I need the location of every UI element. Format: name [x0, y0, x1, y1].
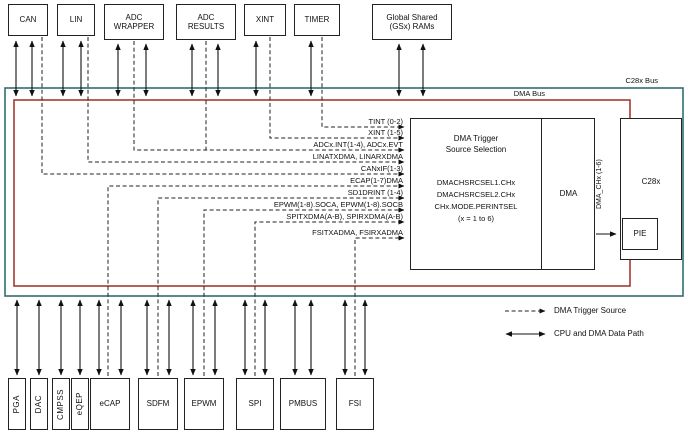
trigger-line-ecap	[107, 183, 405, 376]
trigger-label-ecap: ECAP(1-7)DMA	[350, 176, 403, 185]
dma-bus-label: DMA Bus	[513, 89, 545, 98]
dma-channel-label: DMA_CHx (1-6)	[596, 159, 603, 209]
trigger-label-xint: XINT (1-5)	[368, 128, 403, 137]
block-adc-results: ADC RESULTS	[176, 4, 236, 40]
block-cmpss: CMPSS	[52, 378, 70, 430]
trigger-selection-section: DMA Trigger Source Selection DMACHSRCSEL…	[411, 119, 541, 269]
block-adc-wrapper: ADC WRAPPER	[104, 4, 164, 40]
dma-section: DMA	[541, 119, 595, 269]
bottom-data-path-arrows	[14, 299, 368, 376]
legend-datapath-label: CPU and DMA Data Path	[554, 329, 644, 338]
block-dma-trigger-selection: DMA Trigger Source Selection DMACHSRCSEL…	[410, 118, 595, 270]
block-xint: XINT	[244, 4, 286, 36]
dma-trigger-registers: DMACHSRCSEL1.CHx DMACHSRCSEL2.CHx CHx.MO…	[434, 178, 518, 223]
c28x-bus-label: C28x Bus	[625, 76, 658, 85]
trigger-line-fsi	[354, 235, 405, 376]
legend-trigger-label: DMA Trigger Source	[554, 306, 627, 315]
block-pie: PIE	[622, 218, 658, 250]
block-pga: PGA	[8, 378, 26, 430]
trigger-label-spi: SPITXDMA(A-B), SPIRXDMA(A-B)	[286, 212, 403, 221]
trigger-line-xint	[269, 37, 405, 141]
dma-label: DMA	[559, 189, 578, 199]
trigger-label-fsi: FSITXADMA, FSIRXADMA	[312, 228, 403, 237]
trigger-line-epwm	[203, 207, 405, 376]
trigger-label-adc: ADCx.INT(1-4), ADCx.EVT	[313, 140, 403, 149]
block-sdfm: SDFM	[138, 378, 178, 430]
trigger-line-timer	[321, 37, 405, 130]
block-gsx-rams: Global Shared (GSx) RAMs	[372, 4, 452, 40]
block-can: CAN	[8, 4, 48, 36]
block-ecap: eCAP	[90, 378, 130, 430]
trigger-line-sdfm	[157, 195, 405, 376]
block-spi: SPI	[236, 378, 274, 430]
block-eqep: eQEP	[71, 378, 89, 430]
trigger-line-adc	[133, 41, 405, 153]
dma-trigger-title: DMA Trigger Source Selection	[445, 134, 507, 154]
trigger-label-tint: TINT (0-2)	[368, 117, 403, 126]
c28x-label: C28x	[641, 177, 661, 186]
block-dac: DAC	[30, 378, 48, 430]
block-timer: TIMER	[294, 4, 340, 36]
block-epwm: EPWM	[184, 378, 224, 430]
trigger-line-spi	[254, 219, 405, 376]
trigger-source-lines	[41, 37, 546, 376]
block-pmbus: PMBUS	[280, 378, 326, 430]
trigger-label-can: CANxIF(1-3)	[360, 164, 403, 173]
trigger-line-lin	[87, 37, 405, 165]
trigger-label-lin: LINATXDMA, LINARXDMA	[312, 152, 403, 161]
top-data-path-arrows	[13, 40, 426, 97]
trigger-line-can	[41, 37, 405, 177]
trigger-label-epwm: EPWM(1-8).SOCA, EPWM(1-8).SOCB	[273, 200, 403, 209]
block-fsi: FSI	[336, 378, 374, 430]
c28x-bus-outline	[4, 87, 684, 297]
block-lin: LIN	[57, 4, 95, 36]
trigger-label-sdfm: SD1DRINT (1-4)	[347, 188, 403, 197]
